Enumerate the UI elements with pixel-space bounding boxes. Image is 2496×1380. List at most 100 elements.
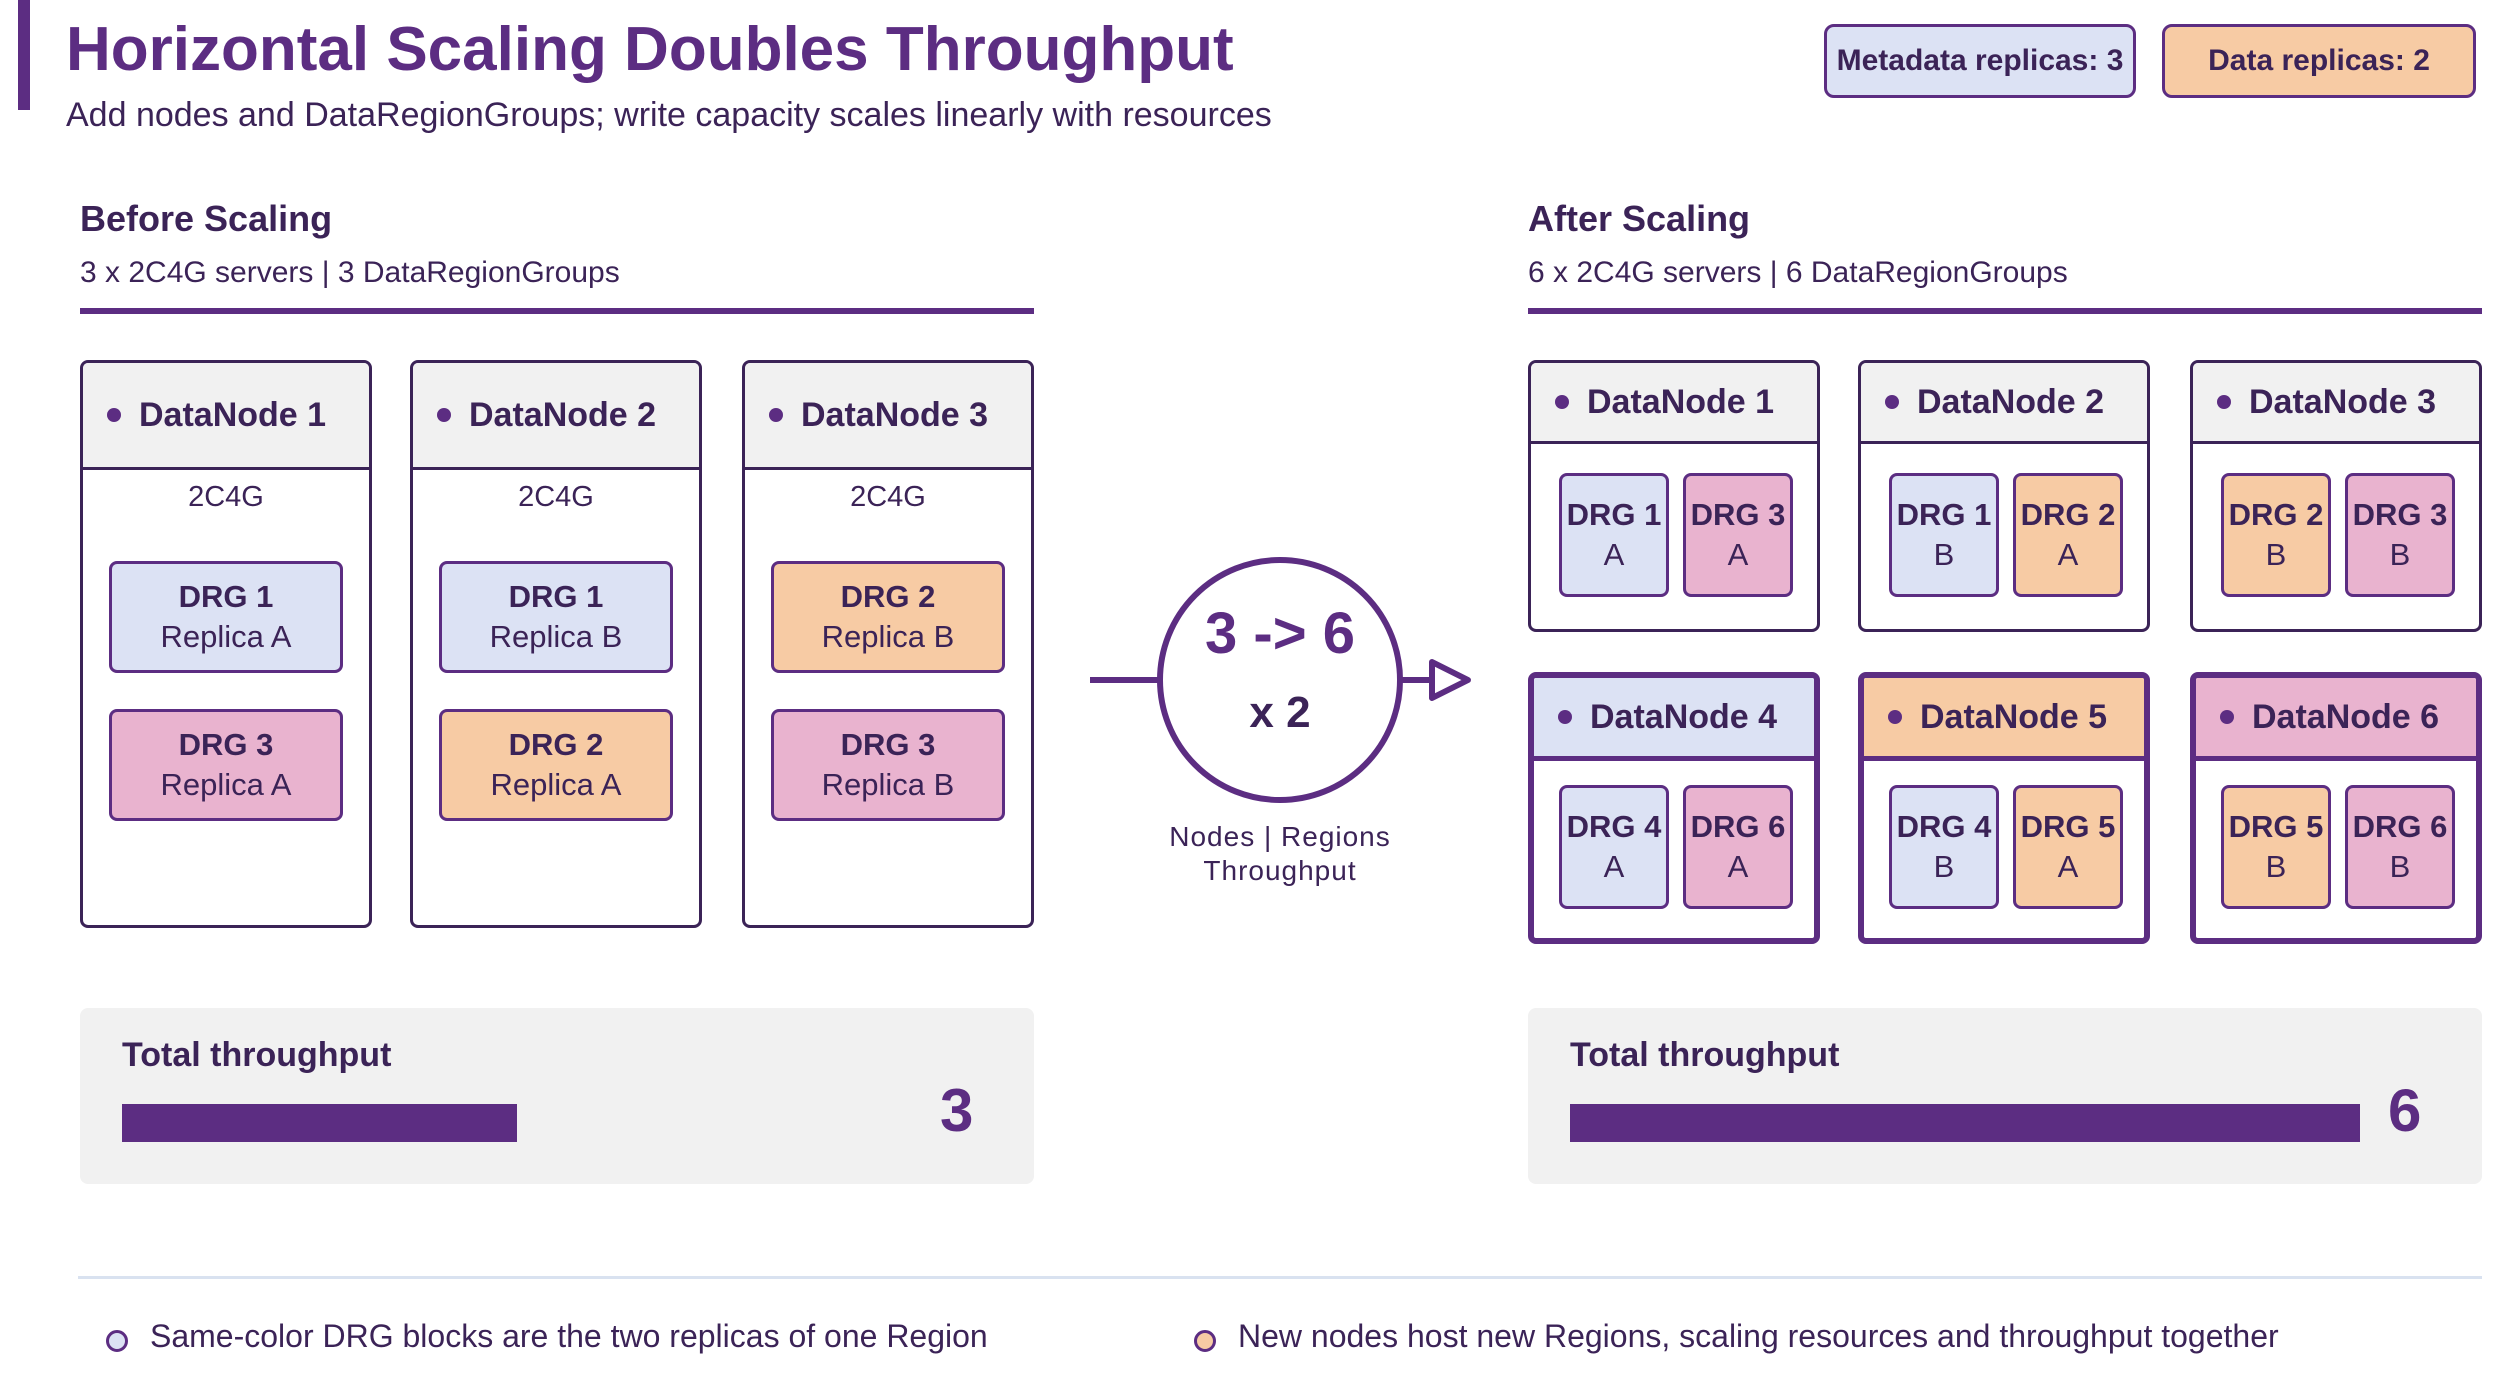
drg-id: DRG 6: [2352, 808, 2448, 844]
drg-replica-block: DRG 1 Replica A: [109, 561, 343, 673]
transition-factor: x 2: [1249, 688, 1311, 737]
datanode-name: DataNode 2: [1917, 382, 2105, 421]
node-status-dot-icon: [2220, 710, 2234, 724]
drg-replica-block: DRG 6 B: [2345, 785, 2455, 909]
drg-id: DRG 3: [178, 726, 274, 762]
node-status-dot-icon: [769, 408, 783, 422]
drg-replica-label: A: [1603, 537, 1625, 572]
transition-circle: [1157, 557, 1403, 803]
after-section-subtitle: 6 x 2C4G servers | 6 DataRegionGroups: [1528, 256, 2068, 289]
node-status-dot-icon: [1885, 395, 1899, 409]
drg-id: DRG 1: [1566, 496, 1662, 532]
datanode-header: DataNode 3: [745, 363, 1031, 470]
drg-replica-label: A: [1727, 537, 1749, 572]
drg-replica-label: B: [1933, 849, 1955, 884]
before-section-title: Before Scaling: [80, 198, 333, 239]
before-throughput-panel: Total throughput 3: [80, 1008, 1034, 1184]
drg-id: DRG 2: [2228, 496, 2324, 532]
drg-replica-block: DRG 4 B: [1889, 785, 1999, 909]
after-throughput-panel: Total throughput 6: [1528, 1008, 2482, 1184]
drg-id: DRG 1: [508, 578, 604, 614]
datanode-header: DataNode 3: [2193, 363, 2479, 444]
datanode-name: DataNode 1: [139, 395, 327, 434]
datanode-header: DataNode 2: [413, 363, 699, 470]
data-replicas-badge: Data replicas: 2: [2162, 24, 2476, 98]
drg-id: DRG 3: [2352, 496, 2448, 532]
drg-replica-label: Replica A: [160, 767, 292, 802]
datanode-header: DataNode 1: [1531, 363, 1817, 444]
drg-id: DRG 1: [178, 578, 274, 614]
drg-id: DRG 2: [840, 578, 936, 614]
drg-replica-label: A: [1727, 849, 1749, 884]
footer-divider: [78, 1276, 2482, 1279]
datanode-name: DataNode 3: [801, 395, 989, 434]
datanode-spec: 2C4G: [518, 481, 594, 513]
datanode-name: DataNode 1: [1587, 382, 1775, 421]
legend-marker-new-nodes: [1194, 1330, 1216, 1352]
drg-replica-block: DRG 1 A: [1559, 473, 1669, 597]
node-status-dot-icon: [437, 408, 451, 422]
drg-replica-label: B: [2389, 849, 2411, 884]
drg-id: DRG 5: [2228, 808, 2324, 844]
datanode-name: DataNode 5: [1920, 697, 2108, 736]
drg-id: DRG 2: [508, 726, 604, 762]
datanode-card: DataNode 6 DRG 5 B DRG 6 B: [2190, 672, 2482, 944]
datanode-card: DataNode 1 DRG 1 A DRG 3 A: [1528, 360, 1820, 632]
scaling-transition-graphic: [1090, 557, 1471, 803]
datanode-spec: 2C4G: [850, 481, 926, 513]
legend-text-replicas: Same-color DRG blocks are the two replic…: [150, 1318, 988, 1354]
datanode-spec: 2C4G: [188, 481, 264, 513]
drg-replica-label: Replica B: [489, 619, 623, 654]
page-title: Horizontal Scaling Doubles Throughput: [66, 15, 1234, 84]
title-accent-bar: [18, 0, 30, 110]
drg-id: DRG 3: [1690, 496, 1786, 532]
datanode-card: DataNode 5 DRG 4 B DRG 5 A: [1858, 672, 2150, 944]
drg-id: DRG 5: [2020, 808, 2116, 844]
drg-replica-label: B: [2389, 537, 2411, 572]
after-section-rule: [1528, 308, 2482, 314]
metadata-replicas-badge: Metadata replicas: 3: [1824, 24, 2136, 98]
legend-marker-replicas: [106, 1330, 128, 1352]
drg-replica-label: Replica A: [160, 619, 292, 654]
drg-replica-label: A: [1603, 849, 1625, 884]
drg-id: DRG 4: [1896, 808, 1992, 844]
datanode-name: DataNode 4: [1590, 697, 1778, 736]
transition-arrow-head: [1429, 659, 1471, 701]
transition-caption-line1: Nodes | Regions: [1169, 821, 1391, 852]
drg-replica-block: DRG 2 B: [2221, 473, 2331, 597]
drg-id: DRG 2: [2020, 496, 2116, 532]
drg-id: DRG 1: [1896, 496, 1992, 532]
drg-replica-label: B: [2265, 849, 2287, 884]
drg-replica-label: B: [2265, 537, 2287, 572]
drg-replica-label: A: [2057, 537, 2079, 572]
after-throughput-value: 6: [2388, 1077, 2422, 1144]
drg-replica-block: DRG 1 Replica B: [439, 561, 673, 673]
before-throughput-bar: [122, 1104, 517, 1142]
drg-replica-block: DRG 3 B: [2345, 473, 2455, 597]
transition-caption: Nodes | Regions Throughput: [1130, 820, 1430, 888]
datanode-name: DataNode 2: [469, 395, 657, 434]
drg-id: DRG 4: [1566, 808, 1662, 844]
drg-id: DRG 3: [840, 726, 936, 762]
drg-replica-block: DRG 3 Replica B: [771, 709, 1005, 821]
node-status-dot-icon: [2217, 395, 2231, 409]
before-throughput-value: 3: [940, 1077, 974, 1144]
datanode-header: DataNode 5: [1864, 678, 2144, 761]
legend-text-new-nodes: New nodes host new Regions, scaling reso…: [1238, 1318, 2279, 1354]
datanode-header: DataNode 2: [1861, 363, 2147, 444]
transition-caption-line2: Throughput: [1203, 855, 1357, 886]
drg-replica-block: DRG 4 A: [1559, 785, 1669, 909]
drg-replica-label: Replica B: [821, 767, 955, 802]
transition-ratio: 3 -> 6: [1205, 601, 1355, 666]
datanode-header: DataNode 6: [2196, 678, 2476, 761]
after-throughput-label: Total throughput: [1570, 1036, 1840, 1074]
drg-replica-label: A: [2057, 849, 2079, 884]
drg-replica-block: DRG 5 A: [2013, 785, 2123, 909]
